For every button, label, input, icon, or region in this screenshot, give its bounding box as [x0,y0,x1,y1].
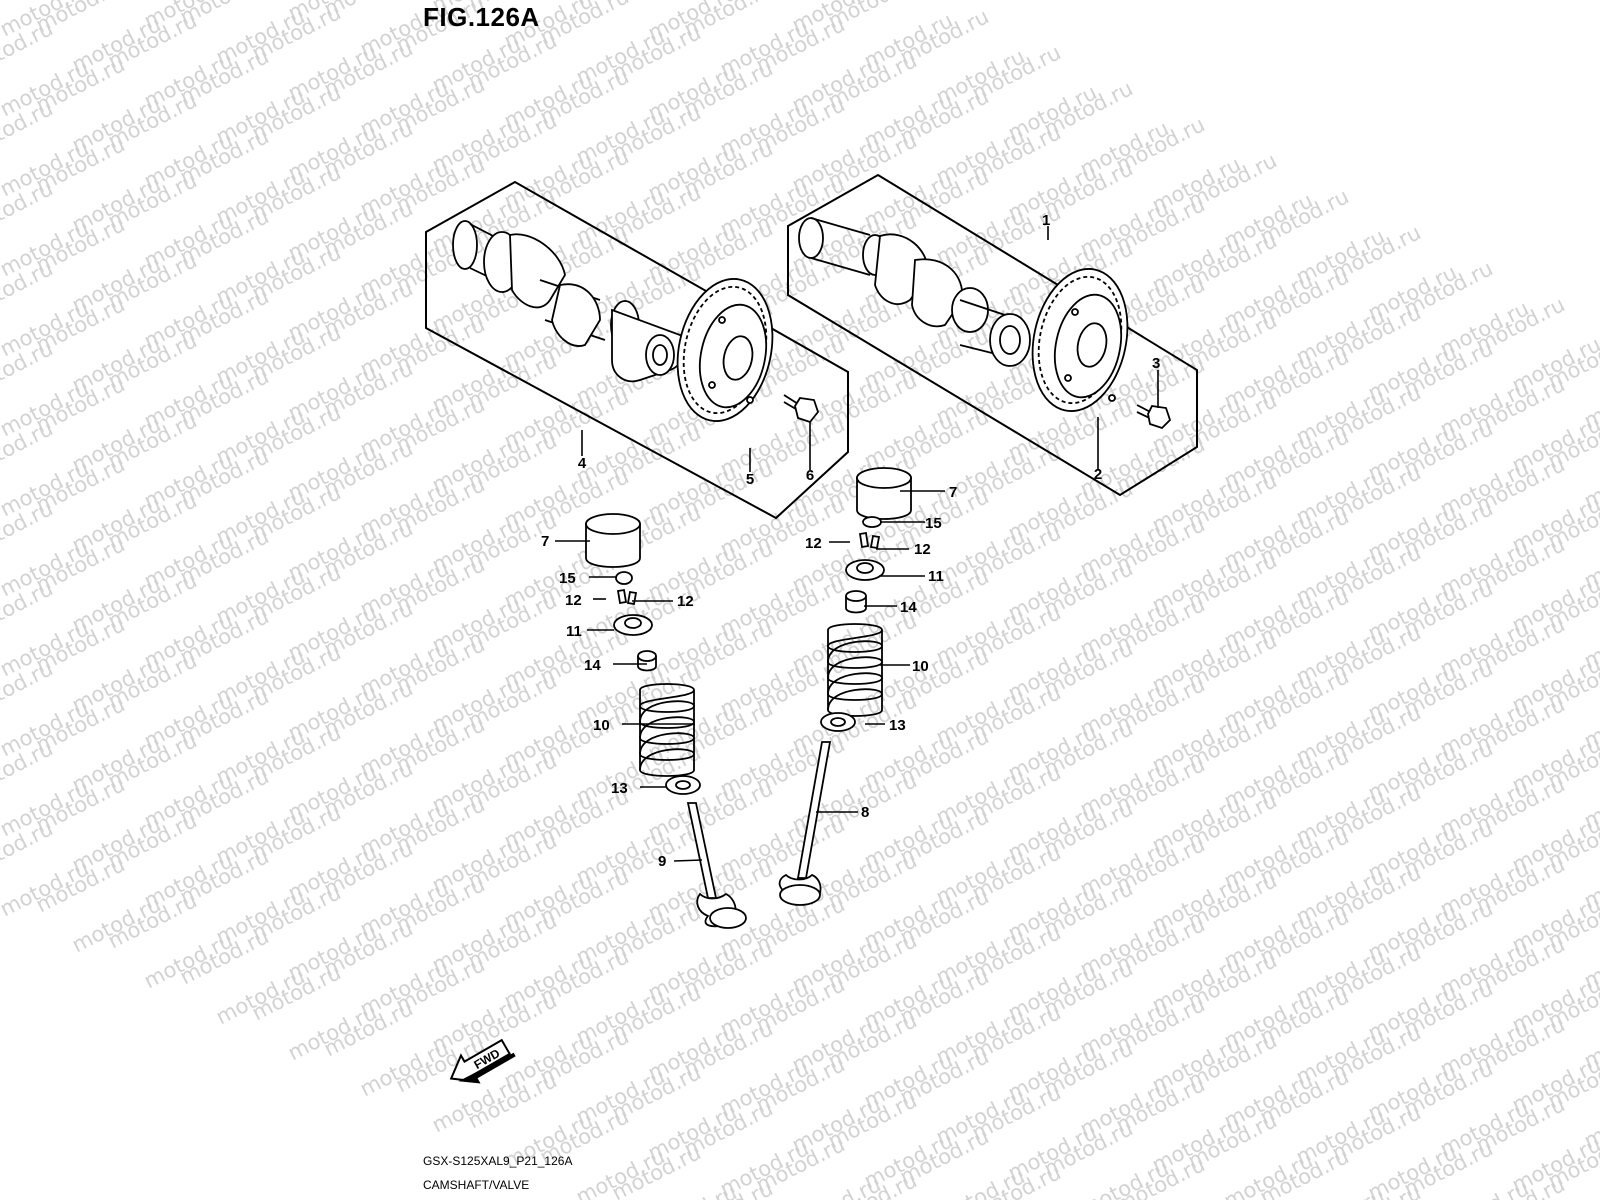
spring-seat-right [820,712,856,732]
cotters-right [858,531,881,550]
stem-seal-left [637,650,657,672]
callout-labels: 1 2 3 4 5 6 7 7 8 9 10 10 11 11 12 12 12… [541,212,1160,870]
assembly-box-right [787,173,1198,497]
callout-7-right: 7 [949,484,957,501]
callout-4: 4 [578,455,587,472]
valve-train-left [585,513,747,929]
camshaft-assembly-right [787,173,1198,497]
valve-lifter-left [585,513,641,568]
cotters-left [616,588,638,606]
camshaft-right [798,217,1031,367]
figure-title: FIG.126A [423,2,540,32]
figure-caption: CAMSHAFT/VALVE [423,1178,530,1192]
callout-12-left-b: 12 [677,593,694,610]
cam-sprocket-right [1031,268,1129,412]
model-code: GSX-S125XAL9_P21_126A [423,1154,573,1168]
valve-train-right [778,467,912,906]
callout-3: 3 [1152,355,1160,372]
assembly-box-left [425,180,849,520]
shim-right [862,516,882,528]
shim-left [615,571,633,585]
forward-arrow-icon: FWD [449,1038,516,1084]
callout-10-right: 10 [912,658,929,675]
callout-15-left: 15 [559,570,576,587]
callout-5: 5 [746,471,754,488]
callout-12-left-a: 12 [565,592,582,609]
valve-spring-right [827,623,883,717]
callout-10-left: 10 [593,717,610,734]
callout-14-left: 14 [584,657,601,674]
spring-retainer-left [613,614,653,636]
spring-retainer-right [845,559,885,581]
valve-spring-left [639,683,695,777]
sprocket-bolt-right [1136,404,1172,430]
callout-9: 9 [658,853,666,870]
callout-14-right: 14 [900,599,917,616]
callout-12-right-b: 12 [914,541,931,558]
valve-lifter-right [856,467,912,520]
callout-15-right: 15 [925,515,942,532]
exhaust-valve [778,741,832,906]
callout-7-left: 7 [541,533,549,550]
spring-seat-left [665,775,701,795]
callout-13-right: 13 [889,717,906,734]
intake-valve [686,802,747,929]
callout-11-left: 11 [566,623,582,640]
callout-1: 1 [1042,212,1050,229]
callout-13-left: 13 [611,780,628,797]
camshaft-assembly-left [425,180,849,520]
camshaft-left [452,220,687,383]
cam-sprocket-left [676,278,774,422]
callout-12-right-a: 12 [805,535,822,552]
sprocket-bolt-left [783,394,820,424]
callout-8: 8 [861,804,869,821]
leader-lines [555,226,1159,862]
callout-11-right: 11 [928,568,944,585]
callout-2: 2 [1094,466,1102,483]
callout-6: 6 [806,467,814,484]
stem-seal-right [845,590,867,614]
